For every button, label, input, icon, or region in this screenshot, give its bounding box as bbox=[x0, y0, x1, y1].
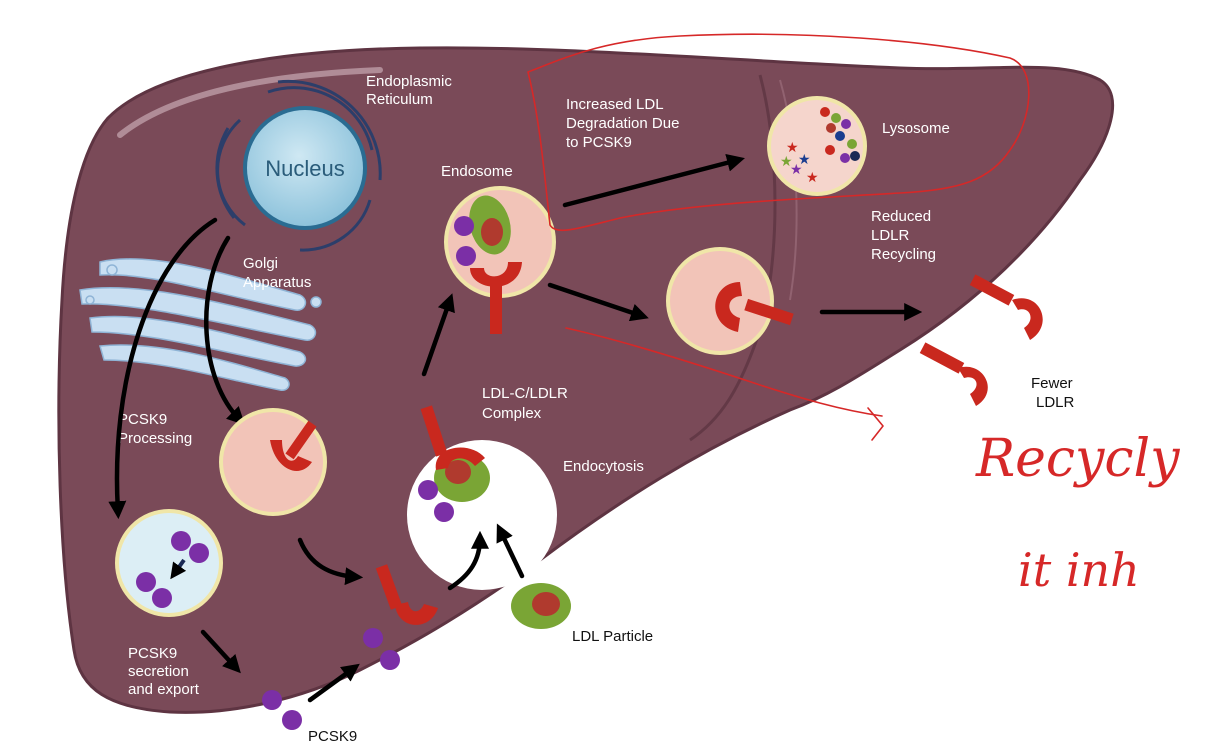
endosome-label: Endosome bbox=[441, 163, 513, 180]
arrow-pcsk9-to-receptor bbox=[307, 663, 360, 703]
ldl-particle-label: LDL Particle bbox=[572, 628, 653, 645]
pcsk9-molecule-bound-icon bbox=[363, 628, 400, 670]
ldlr-membrane-icon bbox=[919, 274, 1043, 406]
er-label: Endoplasmic Reticulum bbox=[366, 73, 456, 108]
nucleus-label: Nucleus bbox=[265, 156, 344, 181]
arrow-to-endosome bbox=[421, 293, 455, 377]
nucleus-icon bbox=[215, 79, 382, 252]
ldlr-surface-icon bbox=[375, 564, 438, 625]
ldl-complex-label: LDL-C/LDLR Complex bbox=[482, 385, 572, 422]
arrow-to-lysosome bbox=[562, 154, 745, 208]
recycling-vesicle-icon bbox=[666, 247, 794, 355]
arrow-internalize bbox=[447, 530, 489, 591]
svg-text:★: ★ bbox=[780, 154, 793, 170]
endocytosis-label: Endocytosis bbox=[563, 458, 644, 475]
ldl-complex-icon bbox=[418, 405, 490, 522]
pcsk9-secretion-label: PCSK9 secretion and export bbox=[128, 645, 200, 698]
pcsk9-vesicle-icon bbox=[115, 509, 223, 617]
arrow-to-pcsk9-vesicle bbox=[108, 217, 218, 520]
arrow-ldl-to-pocket bbox=[496, 523, 525, 579]
pcsk9-label: PCSK9 bbox=[308, 728, 357, 745]
lysosome-icon: ★ ★ ★ ★ ★ bbox=[767, 96, 867, 196]
fewer-ldlr-label: Fewer LDLR bbox=[1031, 375, 1077, 411]
arrow-to-surface bbox=[297, 537, 364, 586]
ldl-particle-icon bbox=[511, 583, 571, 629]
svg-text:★: ★ bbox=[806, 170, 819, 186]
ldlr-receptor-icon bbox=[270, 420, 317, 471]
golgi-label: Golgi Apparatus bbox=[243, 255, 311, 291]
reduced-ldlr-label: Reduced LDLR Recycling bbox=[871, 208, 936, 263]
arrow-secretion bbox=[200, 629, 241, 674]
handwritten-text-1: Recycly bbox=[975, 429, 1180, 489]
lysosome-label: Lysosome bbox=[882, 120, 950, 137]
endosome-icon bbox=[444, 186, 556, 334]
increased-ldl-label: Increased LDL Degradation Due to PCSK9 bbox=[566, 96, 684, 151]
handwritten-text-2: it inh bbox=[1018, 543, 1140, 597]
svg-text:★: ★ bbox=[790, 162, 803, 178]
arrow-to-golgi-vesicle bbox=[204, 235, 246, 426]
svg-text:★: ★ bbox=[786, 140, 799, 156]
pcsk9-processing-label: PCSK9 Processing bbox=[118, 411, 192, 447]
pcsk9-molecule-icon bbox=[262, 690, 302, 730]
golgi-icon bbox=[79, 258, 322, 392]
arrow-to-recycling-vesicle bbox=[547, 282, 649, 322]
handwritten-annotation: Recycly it inh bbox=[527, 33, 1180, 597]
svg-text:★: ★ bbox=[798, 152, 811, 168]
